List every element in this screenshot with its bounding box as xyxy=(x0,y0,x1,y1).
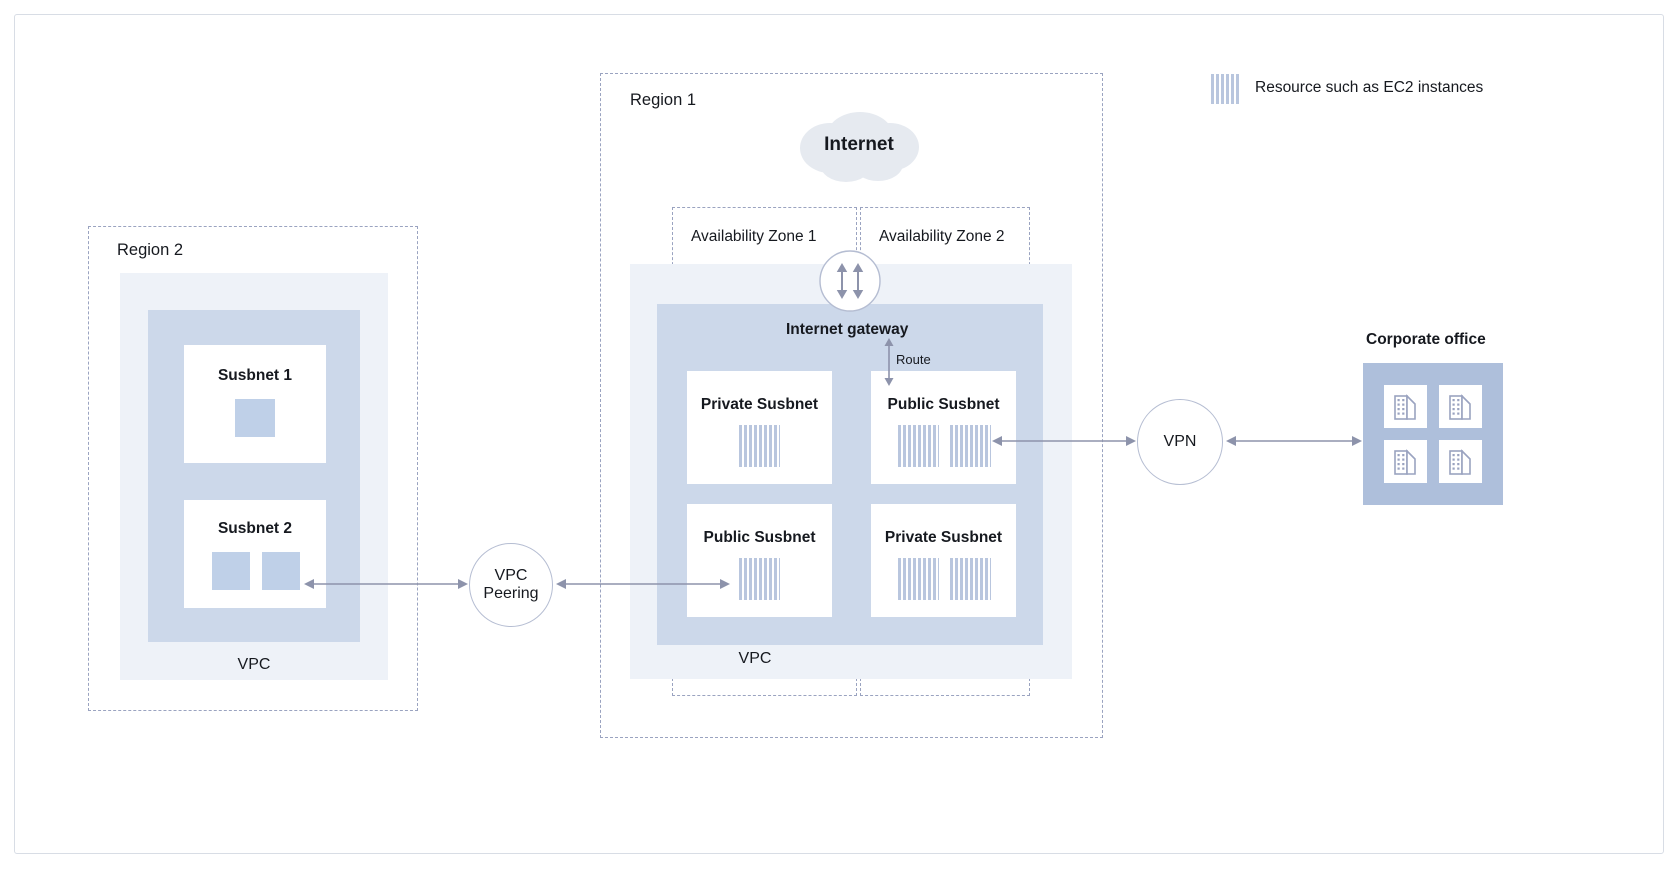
ec2-resource-icon xyxy=(739,425,780,467)
office-building-icon xyxy=(1393,448,1416,475)
region-1-label: Region 1 xyxy=(630,91,697,109)
region-2-subnet-1-title: Susbnet 1 xyxy=(217,367,293,384)
corporate-office-box xyxy=(1363,363,1503,505)
region-2-vpc-caption: VPC xyxy=(237,656,271,673)
office-building-cell xyxy=(1384,440,1427,483)
region-2-label: Region 2 xyxy=(117,241,184,259)
vpn-label: VPN xyxy=(1163,432,1197,450)
vpc-peering-node[interactable]: VPC Peering xyxy=(469,543,553,627)
route-label: Route xyxy=(896,352,931,367)
internet-gateway-label: Internet gateway xyxy=(786,321,909,338)
az2-private-subnet-title: Private Susbnet xyxy=(884,529,1003,546)
ec2-resource-icon xyxy=(898,558,939,600)
vpn-node[interactable]: VPN xyxy=(1137,399,1223,485)
vpc-peering-line-2: Peering xyxy=(483,585,539,602)
region-1-vpc-caption: VPC xyxy=(738,650,772,667)
region-1-boundary xyxy=(600,73,1103,738)
region-2-boundary xyxy=(88,226,418,711)
ec2-resource-icon xyxy=(235,399,275,437)
availability-zone-2-label: Availability Zone 2 xyxy=(879,228,1005,245)
region-2-subnet-2: Susbnet 2 xyxy=(184,500,326,608)
az1-private-subnet-title: Private Susbnet xyxy=(700,396,819,413)
az1-private-subnet: Private Susbnet xyxy=(687,371,832,484)
ec2-resource-icon xyxy=(262,552,300,590)
region2-to-peering-connector xyxy=(304,579,468,589)
route-connector xyxy=(884,338,894,386)
subnet-to-vpn-connector xyxy=(992,436,1136,446)
az2-private-subnet: Private Susbnet xyxy=(871,504,1016,617)
az1-public-subnet-title: Public Susbnet xyxy=(703,529,816,546)
office-building-icon xyxy=(1448,393,1471,420)
legend-swatch-ec2-resource-icon xyxy=(1211,74,1241,104)
ec2-resource-icon xyxy=(212,552,250,590)
office-building-icon xyxy=(1448,448,1471,475)
legend-label: Resource such as EC2 instances xyxy=(1255,79,1484,96)
availability-zone-1-label: Availability Zone 1 xyxy=(691,228,817,245)
vpc-peering-line-1: VPC xyxy=(494,566,528,584)
region-2-subnet-2-title: Susbnet 2 xyxy=(217,520,293,537)
office-building-cell xyxy=(1439,440,1482,483)
cloud-icon xyxy=(800,112,919,182)
office-building-cell xyxy=(1384,385,1427,428)
ec2-resource-icon xyxy=(950,425,991,467)
office-building-cell xyxy=(1439,385,1482,428)
az1-public-subnet: Public Susbnet xyxy=(687,504,832,617)
office-building-icon xyxy=(1393,393,1416,420)
region-2-subnet-1: Susbnet 1 xyxy=(184,345,326,463)
ec2-resource-icon xyxy=(739,558,780,600)
corporate-office-title: Corporate office xyxy=(1366,331,1486,348)
az2-public-subnet-title: Public Susbnet xyxy=(887,396,1000,413)
vpn-to-corporate-connector xyxy=(1226,436,1362,446)
internet-gateway-icon xyxy=(819,250,881,312)
peering-to-region1-connector xyxy=(556,579,730,589)
internet-cloud: Internet xyxy=(786,112,932,184)
ec2-resource-icon xyxy=(898,425,939,467)
az2-public-subnet: Public Susbnet xyxy=(871,371,1016,484)
internet-gateway-node[interactable] xyxy=(819,250,881,312)
ec2-resource-icon xyxy=(950,558,991,600)
